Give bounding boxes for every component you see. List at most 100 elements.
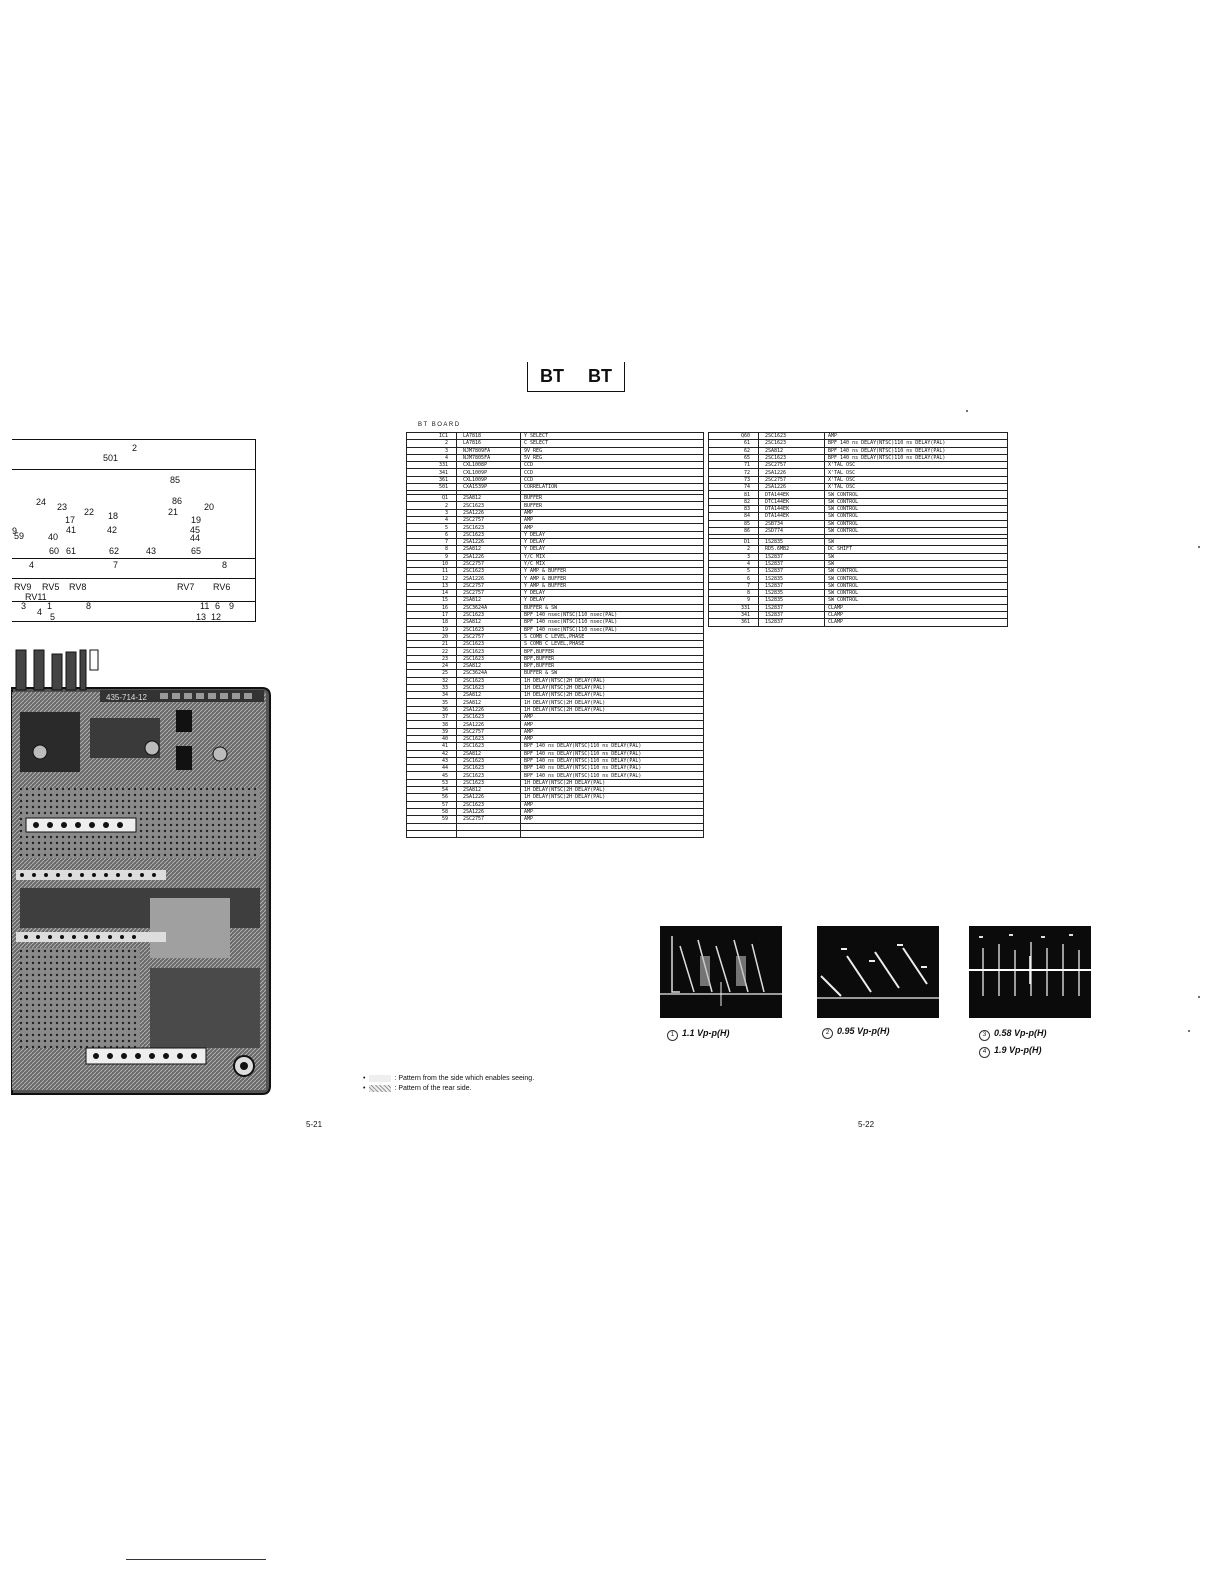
location-number: 1 — [47, 601, 53, 611]
function-cell: BPF 140 ns DELAY(NTSC)110 ns DELAY(PAL) — [824, 453, 1008, 463]
page-number-left: 5-21 — [306, 1120, 323, 1129]
ref-cell: 8 — [708, 589, 759, 598]
function-cell: BPF 140 ns DELAY(NTSC)110 ns DELAY(PAL) — [520, 742, 704, 751]
ref-cell: D1 — [708, 537, 759, 547]
ref-cell: 38 — [406, 720, 457, 729]
location-number: 4 — [29, 560, 35, 570]
grid-divider — [12, 558, 255, 559]
part-number-cell: 2SC1623 — [456, 647, 521, 656]
ref-cell: 5 — [406, 523, 457, 532]
part-number-cell: 1S2837 — [758, 559, 825, 569]
ref-cell: 85 — [708, 519, 759, 528]
speck — [1188, 1030, 1190, 1032]
ref-cell: 4 — [708, 559, 759, 569]
function-cell: SW CONTROL — [824, 526, 1008, 536]
speck — [966, 410, 968, 412]
ref-cell: 2 — [708, 545, 759, 554]
ref-cell: 34 — [406, 691, 457, 700]
function-cell: BPF 140 nsec(NTSC)110 nsec(PAL) — [520, 618, 704, 627]
location-number: 45 — [190, 525, 201, 535]
location-number: 17 — [65, 515, 76, 525]
location-number: 21 — [168, 507, 179, 517]
location-number: 3 — [21, 601, 27, 611]
part-number-cell: 2SA1226 — [456, 793, 521, 802]
ref-cell: 14 — [406, 589, 457, 598]
part-number-cell: 2SC1623 — [456, 771, 521, 780]
function-cell: DC SHIFT — [824, 545, 1008, 554]
function-cell: BPF,BUFFER — [520, 654, 704, 664]
part-number-cell: 2SA812 — [456, 618, 521, 627]
part-number-cell — [456, 829, 521, 839]
part-number-cell: 2SA1226 — [456, 720, 521, 729]
function-cell: BPF 140 ns DELAY(NTSC)110 ns DELAY(PAL) — [520, 749, 704, 758]
ref-cell: 19 — [406, 625, 457, 634]
function-cell: SW CONTROL — [824, 504, 1008, 514]
location-number: RV8 — [69, 582, 87, 592]
part-number-cell: DTA144EK — [758, 512, 825, 521]
part-number-cell: 2SC1623 — [456, 676, 521, 685]
function-cell: Y DELAY — [520, 537, 704, 547]
part-number-cell: 2SC1623 — [456, 742, 521, 751]
ref-cell: Q1 — [406, 494, 457, 503]
function-cell: Y DELAY — [520, 530, 704, 539]
location-number: RV5 — [42, 582, 60, 592]
ref-cell: 11 — [406, 567, 457, 576]
location-number: 86 — [172, 496, 183, 506]
ref-cell: 83 — [708, 504, 759, 514]
waveform-label-1: 1.1 Vp-p(H) — [682, 1028, 730, 1038]
function-cell: CCD — [520, 475, 704, 485]
location-number: RV6 — [213, 582, 231, 592]
part-number-cell: 2SA812 — [456, 698, 521, 707]
ref-cell: 22 — [406, 647, 457, 656]
location-number: 9 — [12, 526, 18, 536]
waveform-3-4-image — [969, 926, 1091, 1018]
function-cell: Y/C MIX — [520, 552, 704, 561]
legend-bullet: • — [363, 1075, 366, 1082]
part-number-cell: 1S2835 — [758, 589, 825, 598]
ref-cell: 53 — [406, 778, 457, 788]
ref-cell: 41 — [406, 742, 457, 751]
part-number-cell: 2SA1226 — [456, 537, 521, 547]
function-cell: AMP — [520, 815, 704, 824]
part-number-cell: 2SA812 — [758, 446, 825, 455]
part-number-cell: LA7816 — [456, 439, 521, 448]
location-number: 41 — [66, 525, 77, 535]
function-cell: SW CONTROL — [824, 512, 1008, 521]
function-cell: AMP — [520, 523, 704, 532]
part-number-cell: 2SA1226 — [758, 468, 825, 477]
part-number-cell: 2SC1623 — [456, 530, 521, 539]
part-number-cell: CXL1009P — [456, 475, 521, 485]
function-cell: X'TAL OSC — [824, 468, 1008, 477]
function-cell: CLAMP — [824, 618, 1008, 627]
ref-cell: 59 — [406, 815, 457, 824]
part-number-cell: 2SC2757 — [758, 475, 825, 485]
part-number-cell: 2SC2757 — [456, 632, 521, 642]
waveform-label-2: 0.95 Vp-p(H) — [837, 1026, 890, 1036]
function-cell: 1H DELAY(NTSC)2H DELAY(PAL) — [520, 698, 704, 707]
location-number: 60 — [49, 546, 60, 556]
part-number-cell: 2SA1226 — [456, 705, 521, 715]
